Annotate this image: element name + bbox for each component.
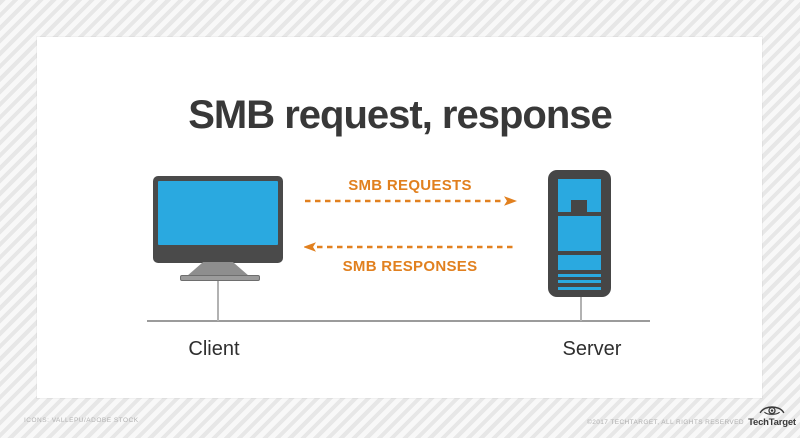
- server-separator: [558, 212, 601, 216]
- page-title: SMB request, response: [188, 92, 613, 137]
- server-label: Server: [562, 338, 622, 360]
- smb-requests-label: SMB REQUESTS: [348, 177, 472, 194]
- monitor-stand-neck: [187, 262, 249, 276]
- client-label: Client: [188, 338, 240, 360]
- left-arrow-dashed-icon: [304, 242, 515, 252]
- right-arrow-dashed-icon: [305, 196, 517, 206]
- techtarget-logo: TechTarget: [748, 403, 796, 428]
- monitor-stand-base: [180, 275, 260, 281]
- eye-icon: [759, 406, 785, 415]
- server-tower-icon: [548, 170, 611, 297]
- smb-responses-label: SMB RESPONSES: [342, 258, 478, 275]
- server-separator: [558, 251, 601, 255]
- network-baseline: [147, 320, 650, 322]
- desktop-monitor-icon: [153, 176, 283, 263]
- server-vent: [558, 283, 601, 287]
- server-drive-bay: [571, 200, 587, 213]
- server-connector-line: [580, 297, 582, 321]
- monitor-screen: [158, 181, 278, 245]
- server-vent: [558, 289, 601, 293]
- client-connector-line: [217, 281, 219, 321]
- copyright-text: ©2017 TECHTARGET, ALL RIGHTS RESERVED: [587, 419, 744, 426]
- server-front-panel: [558, 179, 601, 293]
- server-vent: [558, 270, 601, 274]
- icon-credit-text: ICONS: VALLEPU/ADOBE STOCK: [24, 417, 139, 424]
- brand-wordmark: TechTarget: [748, 417, 796, 428]
- server-vent: [558, 276, 601, 280]
